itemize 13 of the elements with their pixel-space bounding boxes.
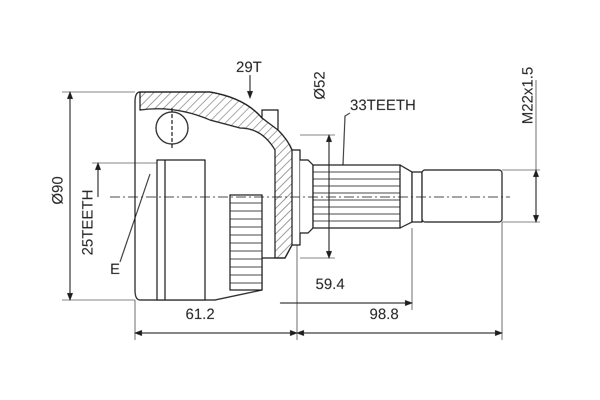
dimension-label: 25TEETH: [80, 189, 96, 255]
leader-line: [120, 174, 150, 262]
dimension-label: Ø52: [312, 70, 328, 100]
leader-line: [247, 74, 253, 99]
leader-line: [342, 112, 350, 166]
callout-label: E: [110, 262, 120, 277]
callout-label: 33TEETH: [350, 98, 416, 113]
dimension-label: M22x1.5: [520, 66, 536, 124]
dimension-label: 59.4: [316, 276, 345, 292]
callout-label: 29T: [236, 60, 262, 75]
dimension-label: Ø90: [50, 176, 66, 204]
dimension-label: 61.2: [186, 306, 215, 322]
dimension-label: 98.8: [370, 306, 399, 322]
